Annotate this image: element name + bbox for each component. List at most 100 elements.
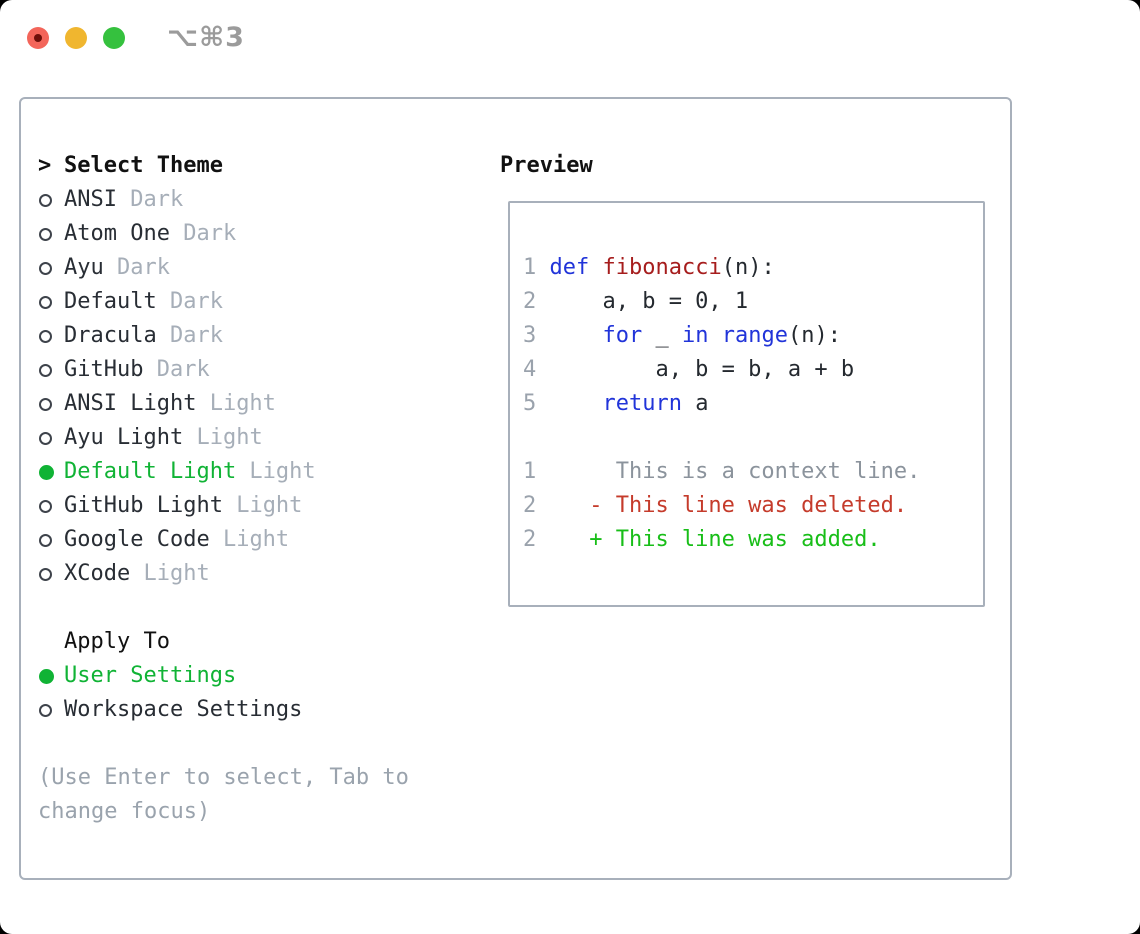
line-number: 1	[523, 255, 537, 280]
code-line: 1 This is a context line.	[523, 455, 973, 489]
option-variant-tag: Light	[222, 493, 303, 518]
theme-option[interactable]: Default Dark	[38, 285, 458, 319]
theme-option[interactable]: GitHub Dark	[38, 353, 458, 387]
option-label: ANSI	[64, 187, 117, 212]
code-line: 4 a, b = b, a + b	[523, 353, 973, 387]
code-token	[589, 255, 602, 280]
option-label: Ayu Light	[64, 425, 184, 450]
help-text: (Use Enter to select, Tab to change focu…	[38, 765, 409, 824]
option-label: GitHub	[64, 357, 144, 382]
line-number: 3	[523, 323, 537, 348]
code-token: in	[681, 323, 709, 348]
radio-icon	[39, 261, 52, 275]
theme-option[interactable]: Google Code Light	[38, 523, 458, 557]
code-token: This is a context line.	[549, 459, 921, 484]
option-variant-tag: Dark	[116, 187, 184, 212]
option-label: Default Light	[64, 459, 237, 484]
code-token	[549, 323, 602, 348]
option-variant-tag: Light	[236, 459, 316, 484]
radio-selected-icon	[39, 464, 54, 480]
radio-selected-icon	[39, 668, 54, 684]
line-number: 2	[523, 527, 537, 552]
code-token	[708, 323, 721, 348]
theme-option[interactable]: Ayu Dark	[38, 251, 458, 285]
code-token: - This line was deleted.	[549, 493, 908, 518]
theme-option[interactable]: XCode Light	[38, 557, 458, 591]
radio-icon	[39, 567, 52, 581]
option-variant-tag: Light	[209, 527, 290, 552]
window-title: ⌥⌘3	[167, 22, 245, 53]
minimize-button[interactable]	[65, 27, 87, 49]
code-token: a, b = 0, 1	[549, 289, 749, 314]
line-number: 1	[523, 459, 537, 484]
code-line: 1 def fibonacci(n):	[523, 251, 973, 285]
option-label: GitHub Light	[64, 493, 223, 518]
option-label: Google Code	[64, 527, 210, 552]
code-token: a	[681, 391, 709, 416]
code-line: 5 return a	[523, 387, 973, 421]
close-dot-icon	[34, 34, 42, 42]
theme-option[interactable]: Ayu Light Light	[38, 421, 458, 455]
code-line: 2 + This line was added.	[523, 523, 973, 557]
option-variant-tag: Dark	[103, 255, 170, 280]
option-label: User Settings	[64, 663, 237, 688]
cursor-prompt-icon: >	[38, 153, 52, 178]
theme-option[interactable]: ANSI Dark	[38, 183, 458, 217]
theme-option[interactable]: GitHub Light Light	[38, 489, 458, 523]
code-token: def	[549, 255, 590, 280]
theme-option[interactable]: Default Light Light	[38, 455, 458, 489]
option-label: XCode	[64, 561, 131, 586]
radio-icon	[39, 329, 52, 343]
radio-icon	[39, 227, 52, 241]
option-variant-tag: Dark	[156, 289, 223, 314]
line-number: 4	[523, 357, 537, 382]
code-line: 2 a, b = 0, 1	[523, 285, 973, 319]
option-variant-tag: Dark	[156, 323, 223, 348]
code-line: 2 - This line was deleted.	[523, 489, 973, 523]
theme-option[interactable]: Dracula Dark	[38, 319, 458, 353]
code-token	[549, 391, 602, 416]
preview-heading: Preview	[500, 153, 593, 178]
code-line: 3 for _ in range(n):	[523, 319, 973, 353]
radio-icon	[39, 533, 52, 547]
option-variant-tag: Dark	[143, 357, 210, 382]
option-variant-tag: Light	[196, 391, 276, 416]
radio-icon	[39, 397, 52, 411]
option-label: Atom One	[64, 221, 170, 246]
option-variant-tag: Light	[183, 425, 263, 450]
close-button[interactable]	[27, 27, 49, 49]
option-label: Workspace Settings	[64, 697, 303, 722]
option-variant-tag: Dark	[169, 221, 237, 246]
code-token: fibonacci	[602, 255, 722, 280]
code-token: a, b = b, a + b	[549, 357, 855, 382]
line-number: 2	[523, 289, 537, 314]
theme-option[interactable]: ANSI Light Light	[38, 387, 458, 421]
option-label: ANSI Light	[64, 391, 197, 416]
option-label: Default	[64, 289, 157, 314]
radio-icon	[39, 295, 52, 309]
apply-to-option[interactable]: User Settings	[38, 659, 458, 693]
code-token: + This line was added.	[549, 527, 881, 552]
apply-to-option[interactable]: Workspace Settings	[38, 693, 458, 727]
radio-icon	[39, 193, 52, 207]
zoom-button[interactable]	[103, 27, 125, 49]
theme-option[interactable]: Atom One Dark	[38, 217, 458, 251]
code-token: (n):	[721, 255, 775, 280]
select-theme-heading: > Select Theme	[38, 149, 458, 183]
radio-icon	[39, 499, 52, 513]
code-token: range	[721, 323, 788, 348]
code-line	[523, 421, 973, 455]
option-variant-tag: Light	[130, 561, 210, 586]
apply-to-heading: Apply To	[64, 629, 170, 654]
code-token: (n):	[787, 323, 841, 348]
code-token: _	[642, 323, 682, 348]
line-number: 2	[523, 493, 537, 518]
radio-icon	[39, 431, 52, 445]
select-theme-heading-label: Select Theme	[64, 153, 223, 178]
